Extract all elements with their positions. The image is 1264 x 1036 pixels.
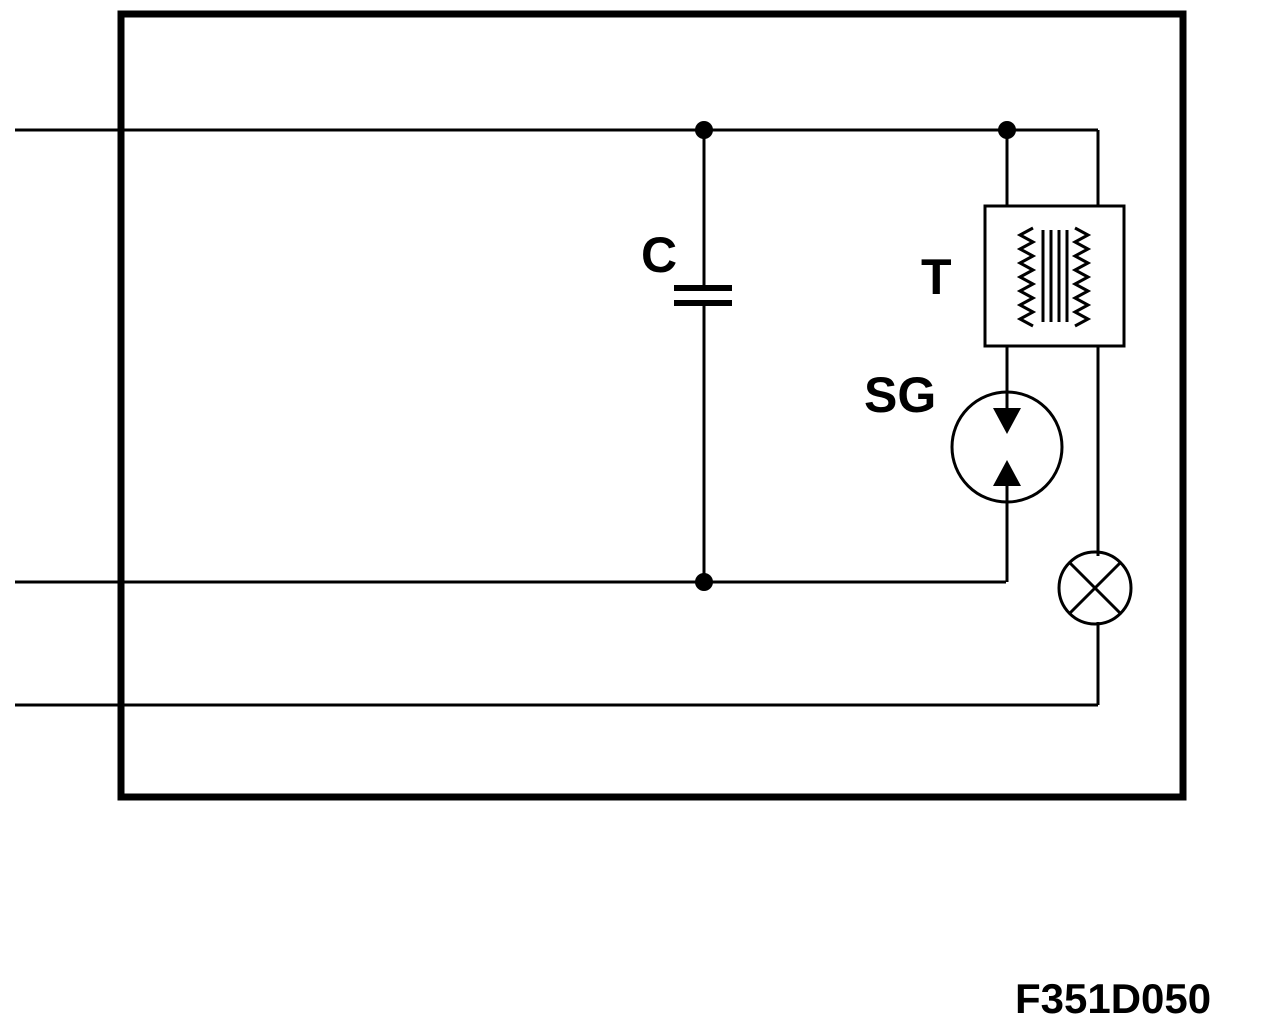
transformer-label: T [921, 249, 952, 305]
spark-gap-icon [950, 346, 1064, 582]
capacitor-label: C [641, 227, 677, 283]
capacitor-icon [674, 130, 732, 582]
spark-gap-label: SG [864, 367, 936, 423]
lamp-icon [1057, 550, 1133, 626]
figure-code: F351D050 [1015, 975, 1211, 1022]
enclosure-box [117, 10, 1187, 801]
transformer-icon [983, 130, 1126, 348]
